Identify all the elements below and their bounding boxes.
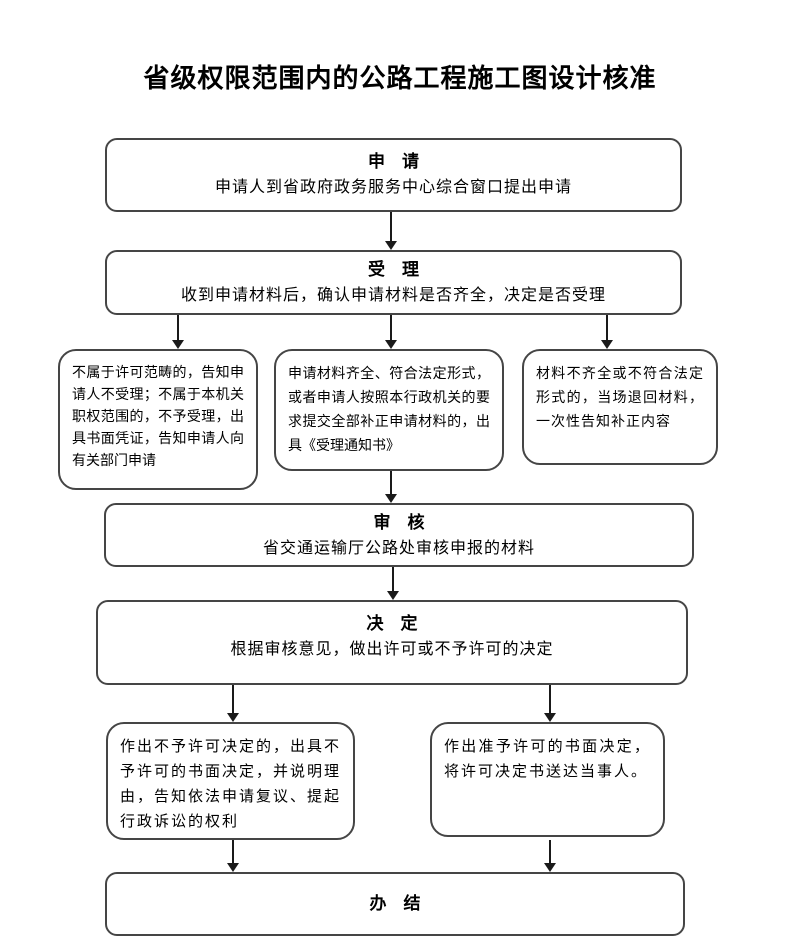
page-title: 省级权限范围内的公路工程施工图设计核准 [143,63,657,93]
apply-box: 申 请 申请人到省政府政务服务中心综合窗口提出申请 [105,138,682,212]
review-heading: 审 核 [373,513,425,532]
complete-heading: 办 结 [369,894,421,913]
apply-heading: 申 请 [368,152,419,171]
decision-body: 根据审核意见，做出许可或不予许可的决定 [230,641,554,658]
accept-heading: 受 理 [368,260,419,279]
review-body: 省交通运输厅公路处审核申报的材料 [262,540,535,557]
accept-body: 收到申请材料后，确认申请材料是否齐全，决定是否受理 [180,287,606,304]
apply-body: 申请人到省政府政务服务中心综合窗口提出申请 [214,179,572,196]
branch-incomplete-box: 材料不齐全或不符合法定形式的，当场退回材料，一次性告知补正内容 [522,349,718,465]
complete-box: 办 结 [105,872,685,936]
branch-reject-box: 不属于许可范畴的，告知申请人不受理；不属于本机关职权范围的，不予受理，出具书面凭… [58,349,258,490]
deny-box: 作出不予许可决定的，出具不予许可的书面决定，并说明理由，告知依法申请复议、提起行… [106,722,355,840]
branch-ok-box: 申请材料齐全、符合法定形式，或者申请人按照本行政机关的要求提交全部补正申请材料的… [274,349,504,471]
grant-box: 作出准予许可的书面决定，将许可决定书送达当事人。 [430,722,665,837]
accept-box: 受 理 收到申请材料后，确认申请材料是否齐全，决定是否受理 [105,250,682,315]
review-box: 审 核 省交通运输厅公路处审核申报的材料 [104,503,694,567]
decision-box: 决 定 根据审核意见，做出许可或不予许可的决定 [96,600,688,685]
decision-heading: 决 定 [366,614,418,633]
